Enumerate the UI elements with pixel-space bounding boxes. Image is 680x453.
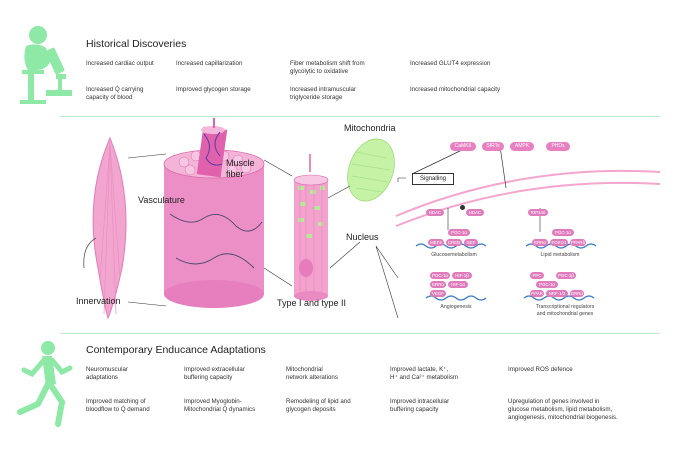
factor-node: MEF2 bbox=[428, 239, 444, 246]
contemporary-item: Improved extracellular buffering capacit… bbox=[184, 366, 245, 381]
vasculature-label: Vasculature bbox=[138, 195, 185, 205]
contemporary-item: Neuromuscular adaptations bbox=[86, 366, 128, 381]
historical-item: Increased capillarization bbox=[176, 60, 243, 67]
contemporary-item: Improved ROS defence bbox=[508, 366, 573, 373]
factor-node: GEF bbox=[464, 239, 478, 246]
contemporary-item: Upregulation of genes involved in glucos… bbox=[508, 398, 618, 421]
signalling-box: Signalling bbox=[412, 173, 454, 185]
microscope-icon bbox=[20, 26, 72, 104]
historical-item: Increased cardiac output bbox=[86, 60, 154, 67]
pgc-node: PGC-1α bbox=[448, 229, 470, 236]
lipid-caption: Lipid metabolism bbox=[540, 252, 580, 258]
trans-node: PGC-1α bbox=[536, 281, 558, 288]
historical-item: Fiber metabolism shift from glycolytic t… bbox=[290, 60, 365, 75]
trans-node: PGC-1β bbox=[556, 272, 576, 279]
factor-node: PPARδ bbox=[570, 239, 586, 246]
angio-caption: Angiogenesis bbox=[440, 304, 472, 310]
angio-node: HIF-1β bbox=[452, 272, 472, 279]
signal-pill: SIRTs bbox=[482, 142, 504, 151]
historical-item: Increased Q̇ carrying capacity of blood bbox=[86, 86, 144, 101]
glucose-caption: Glucosemetabolism bbox=[431, 252, 477, 258]
historical-item: Increased GLUT4 expression bbox=[410, 60, 491, 67]
angio-node: PGC-1α bbox=[430, 272, 450, 279]
historical-item: Increased intramuscular triglyceride sto… bbox=[290, 86, 357, 101]
signal-pill: AMPK bbox=[510, 142, 534, 151]
phosphate-dot bbox=[460, 205, 465, 210]
mitochondria-label: Mitochondria bbox=[344, 123, 396, 133]
contemporary-title: Contemporary Enducance Adaptations bbox=[86, 344, 266, 356]
contemporary-item: Mitochondrial network alterations bbox=[286, 366, 338, 381]
factor-node: ERRα bbox=[532, 239, 548, 246]
historical-title: Historical Discoveries bbox=[86, 38, 187, 50]
historical-item: Increased mitochondrial capacity bbox=[410, 86, 501, 93]
factor-node: FOXO1 bbox=[550, 239, 568, 246]
trans-caption: Transcriptional regulators and mitochond… bbox=[535, 304, 595, 317]
fiber-type-label: Type I and type II bbox=[277, 298, 347, 308]
trans-node: ERRα bbox=[570, 290, 584, 297]
hdac-node: HDAC bbox=[466, 209, 484, 216]
signal-pill: CaMKII bbox=[450, 142, 476, 151]
historical-item: Improved glycogen storage bbox=[176, 86, 251, 93]
contemporary-item: Improved Myoglobin- Mitochondrial Q̇ dyn… bbox=[184, 398, 256, 413]
angio-node: HIF-1α bbox=[448, 281, 468, 288]
trans-node: PPC bbox=[530, 272, 544, 279]
trans-node: PPAR bbox=[530, 290, 544, 297]
hdac-node: HDAC bbox=[426, 209, 444, 216]
muscle-fiber-label: Muscle fiber bbox=[226, 158, 255, 179]
angio-node: VEGF bbox=[430, 290, 446, 297]
separator-bottom bbox=[60, 333, 660, 334]
contemporary-item: Improved intracellular buffering capacit… bbox=[390, 398, 450, 413]
nucleus-label: Nucleus bbox=[346, 232, 379, 242]
angio-node: ERRα bbox=[430, 281, 446, 288]
innervation-label: Innervation bbox=[76, 296, 121, 306]
runner-icon bbox=[17, 341, 73, 427]
pgc-node: PGC-1α bbox=[552, 229, 574, 236]
contemporary-item: Improved matching of bloodflow to Q̇ dem… bbox=[86, 398, 150, 413]
trans-node: NRF-1/2 bbox=[546, 290, 568, 297]
contemporary-item: Remodeling of lipid and glycogen deposit… bbox=[286, 398, 351, 413]
factor-node: CREB bbox=[446, 239, 462, 246]
rip-node: RIP140 bbox=[528, 209, 548, 216]
muscle-illustration bbox=[83, 118, 661, 320]
contemporary-item: Improved lactate, K⁺, H⁺ and Ca²⁺ metabo… bbox=[390, 366, 459, 381]
separator-top bbox=[60, 116, 660, 117]
signal-pill: PHDs bbox=[546, 142, 570, 151]
